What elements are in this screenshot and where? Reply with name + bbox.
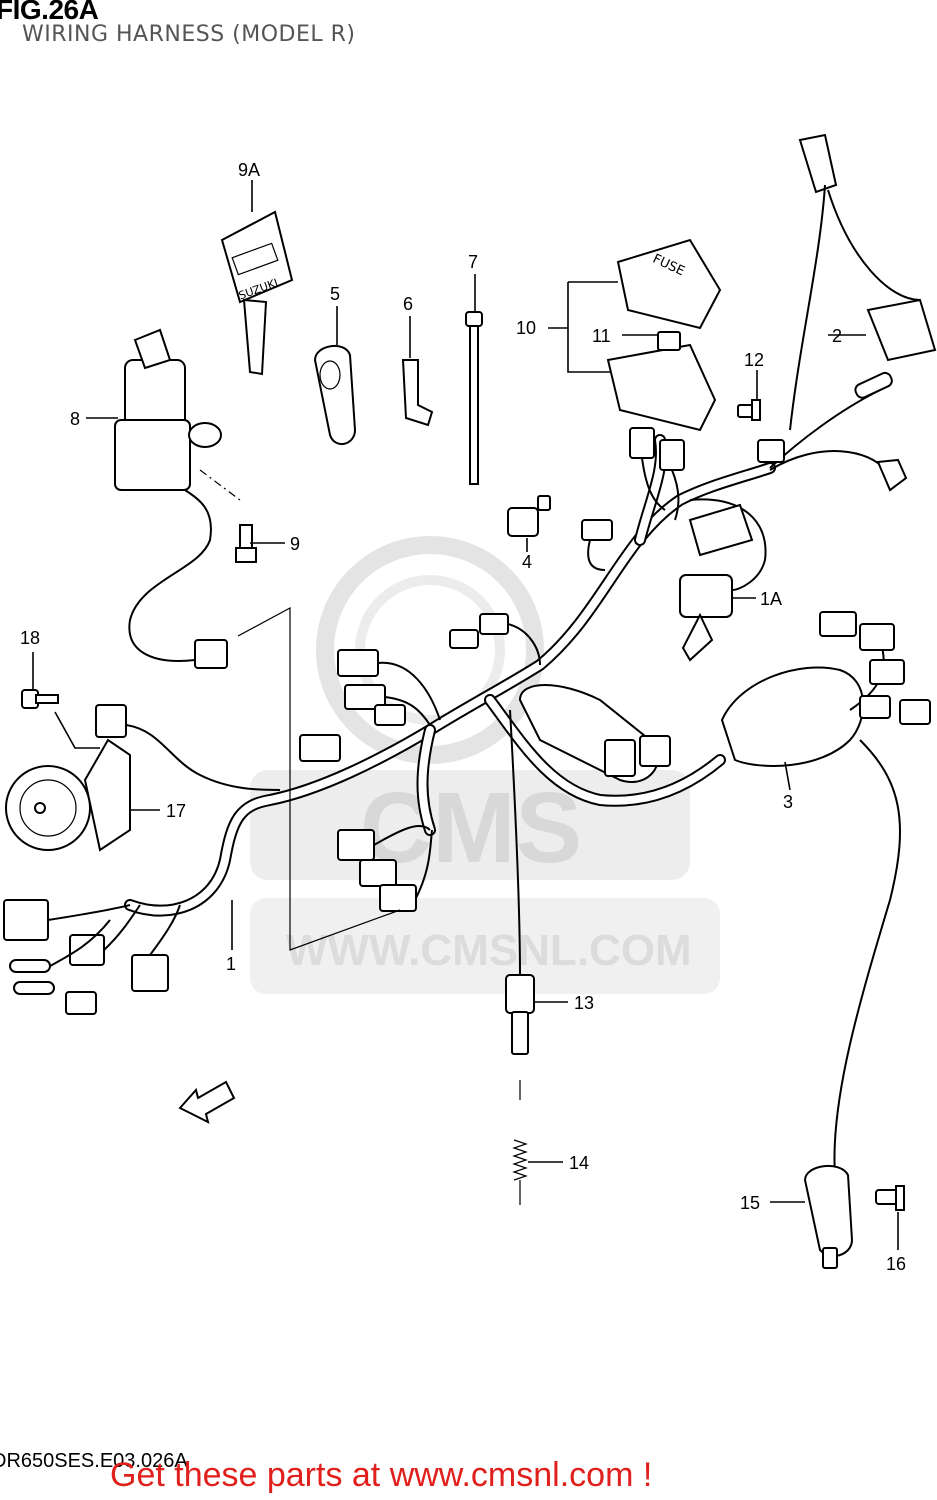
callout-17: 17 <box>166 801 186 821</box>
screw-16 <box>875 1185 905 1211</box>
callout-12: 12 <box>744 350 764 370</box>
callout-9: 9 <box>290 534 300 554</box>
horn-17 <box>5 704 281 852</box>
figure-title: FIG.26A <box>0 0 99 25</box>
figure-subtitle: WIRING HARNESS (MODEL R) <box>22 22 356 47</box>
clamp-5 <box>313 345 357 445</box>
relay-1a <box>679 498 767 662</box>
callout-1a: 1A <box>760 589 782 609</box>
leader-frame <box>199 469 401 951</box>
callout-14: 14 <box>569 1153 589 1173</box>
watermark-brand: CMS <box>360 772 582 884</box>
callout-4: 4 <box>522 552 532 572</box>
callouts: 9A 5 6 7 10 11 12 2 8 9 4 1A 18 3 17 1 1… <box>20 160 906 1274</box>
screw-9 <box>235 524 257 563</box>
fwd-arrow: FWD <box>178 1080 236 1124</box>
sensor-15 <box>803 1164 854 1269</box>
callout-3: 3 <box>783 792 793 812</box>
main-wiring-harness <box>3 434 776 1015</box>
spring-14 <box>512 1080 528 1205</box>
fuse-box: FUSE <box>606 238 722 521</box>
screw-12 <box>737 399 761 421</box>
connector-near-4 <box>581 519 613 571</box>
callout-6: 6 <box>403 294 413 314</box>
callout-10: 10 <box>516 318 536 338</box>
cdi-unit <box>518 611 931 1176</box>
callout-8: 8 <box>70 409 80 429</box>
connector-2 <box>757 133 937 492</box>
bolt-18 <box>21 689 59 709</box>
callout-leaders <box>32 180 899 1250</box>
callout-18: 18 <box>20 628 40 648</box>
buy-parts-link[interactable]: Get these parts at www.cmsnl.com ! <box>110 1456 653 1494</box>
callout-9a: 9A <box>238 160 260 180</box>
ignition-switch <box>114 328 228 669</box>
callout-15: 15 <box>740 1193 760 1213</box>
callout-2: 2 <box>832 326 842 346</box>
callout-11: 11 <box>592 326 611 346</box>
watermark-url: WWW.CMSNL.COM <box>286 926 692 975</box>
bracket-6 <box>401 359 434 427</box>
drawing-code: DR650SES.E03.026A <box>0 1450 188 1472</box>
connector-4 <box>507 495 551 537</box>
neutral-switch <box>505 709 535 1055</box>
callout-5: 5 <box>330 284 340 304</box>
callout-7: 7 <box>468 252 478 272</box>
cable-tie-7 <box>465 311 483 485</box>
callout-1: 1 <box>226 954 236 974</box>
callout-13: 13 <box>574 993 594 1013</box>
callout-16: 16 <box>886 1254 906 1274</box>
ignition-key: SUZUKI <box>220 210 294 376</box>
